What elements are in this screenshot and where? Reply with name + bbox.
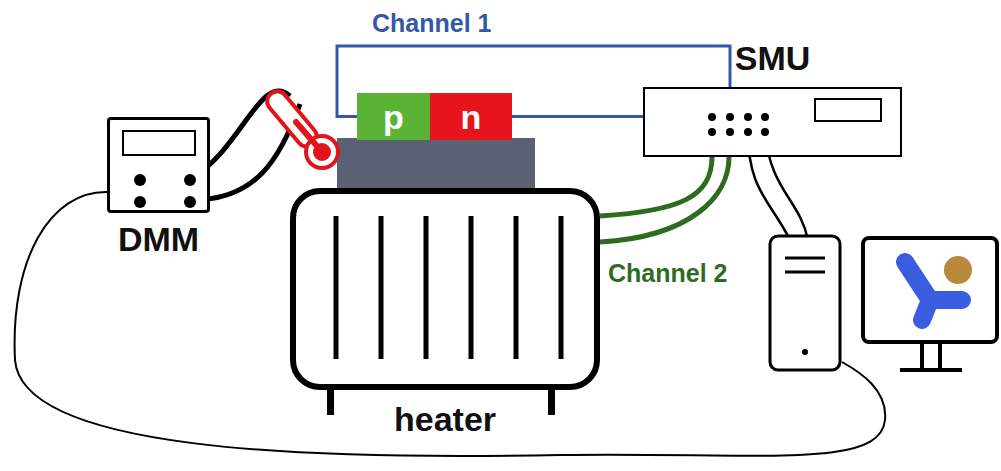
smu-box: SMU	[643, 87, 902, 157]
thermometer	[263, 87, 338, 168]
p-region: p	[357, 93, 430, 140]
node-label: heater	[296, 402, 594, 436]
node-label: p	[383, 100, 404, 134]
dmm-detail	[110, 120, 207, 210]
substrate-plate	[337, 138, 535, 190]
channel-label: Channel 1	[370, 9, 493, 38]
dmm-box: DMM	[107, 117, 210, 213]
computer	[770, 236, 840, 370]
n-region: n	[430, 93, 512, 140]
heater-box: heater	[290, 188, 600, 390]
channel-wire	[512, 116, 643, 117]
smu-detail	[645, 89, 900, 155]
node-label: n	[461, 100, 482, 134]
monitor	[863, 238, 997, 370]
heater-detail	[296, 194, 594, 384]
node-label: DMM	[110, 222, 207, 256]
channel-label: Channel 2	[606, 259, 729, 288]
node-label: SMU	[645, 41, 900, 75]
channel-wire	[600, 157, 729, 242]
